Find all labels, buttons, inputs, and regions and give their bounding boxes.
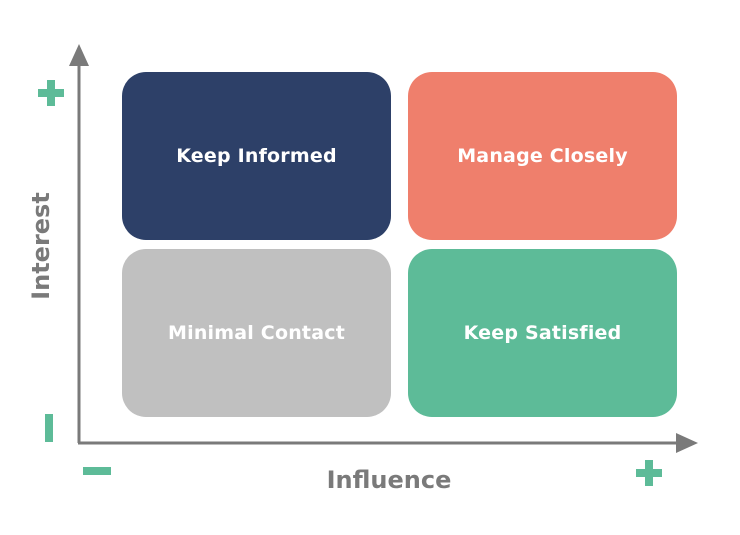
y-axis-arrowhead bbox=[69, 44, 89, 66]
quadrant-label-manage-closely: Manage Closely bbox=[457, 145, 628, 167]
quadrant-keep-informed: Keep Informed bbox=[122, 72, 391, 240]
x-high-plus-icon bbox=[636, 460, 662, 486]
quadrant-keep-satisfied: Keep Satisfied bbox=[408, 249, 677, 417]
quadrant-label-keep-informed: Keep Informed bbox=[176, 145, 337, 167]
quadrant-manage-closely: Manage Closely bbox=[408, 72, 677, 240]
y-axis-label: Interest bbox=[27, 192, 55, 300]
quadrant-label-keep-satisfied: Keep Satisfied bbox=[463, 322, 622, 344]
x-low-minus-icon bbox=[83, 467, 111, 475]
x-axis-label: Influence bbox=[326, 466, 452, 494]
y-high-plus-icon bbox=[38, 80, 64, 106]
y-low-minus-icon bbox=[45, 414, 53, 442]
x-axis-arrowhead bbox=[676, 433, 698, 453]
quadrant-minimal-contact: Minimal Contact bbox=[122, 249, 391, 417]
quadrant-label-minimal-contact: Minimal Contact bbox=[168, 322, 345, 344]
